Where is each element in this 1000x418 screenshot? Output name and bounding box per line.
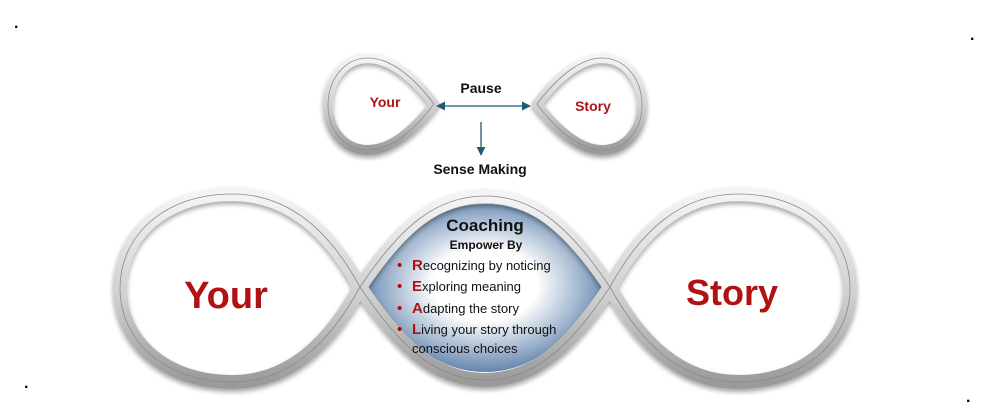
top-left-loop-outline xyxy=(327,57,435,151)
main-right-loop-outline xyxy=(609,193,851,383)
main-right-label: Story xyxy=(686,272,778,313)
bullet-dot: • xyxy=(397,321,402,338)
bullet-continuation: conscious choices xyxy=(412,341,518,356)
bullet-dot: • xyxy=(397,278,402,295)
bullet-text: Adapting the story xyxy=(412,300,519,317)
bullet-item-3: • Adapting the story xyxy=(397,300,519,317)
main-left-label: Your xyxy=(184,275,268,317)
pause-label: Pause xyxy=(460,80,501,96)
main-left-loop-outline xyxy=(119,193,361,383)
bullet-item-1: • Recognizing by noticing xyxy=(397,257,551,274)
main-center-loop-outline xyxy=(359,195,611,381)
coaching-bullet-list: • Recognizing by noticing • Exploring me… xyxy=(397,257,556,356)
coaching-title: Coaching xyxy=(446,216,523,235)
coaching-subtitle: Empower By xyxy=(450,238,523,252)
bullet-text: Living your story through xyxy=(412,321,556,338)
corner-mark-bottom-right: . xyxy=(966,389,970,406)
bullet-item-2: • Exploring meaning xyxy=(397,278,521,295)
sense-making-label: Sense Making xyxy=(433,161,526,177)
coaching-lens xyxy=(365,204,605,372)
bullet-text: Recognizing by noticing xyxy=(412,257,551,274)
bullet-dot: • xyxy=(397,257,402,274)
corner-mark-top-left: . xyxy=(14,15,18,32)
corner-mark-bottom-left: . xyxy=(24,375,28,392)
main-infinity-diagram: Your Story Coaching Empower By • Recogni… xyxy=(112,186,858,390)
top-right-loop-outline xyxy=(536,57,643,151)
top-left-label: Your xyxy=(370,94,401,110)
top-right-label: Story xyxy=(575,98,611,114)
bullet-dot: • xyxy=(397,300,402,317)
corner-mark-top-right: . xyxy=(970,27,974,44)
top-right-loop xyxy=(530,52,648,156)
bullet-item-4: • Living your story through xyxy=(397,321,556,338)
top-left-loop xyxy=(322,52,441,156)
top-loop-diagram: Your Story Pause Sense Making xyxy=(322,52,648,177)
bullet-text: Exploring meaning xyxy=(412,278,521,295)
